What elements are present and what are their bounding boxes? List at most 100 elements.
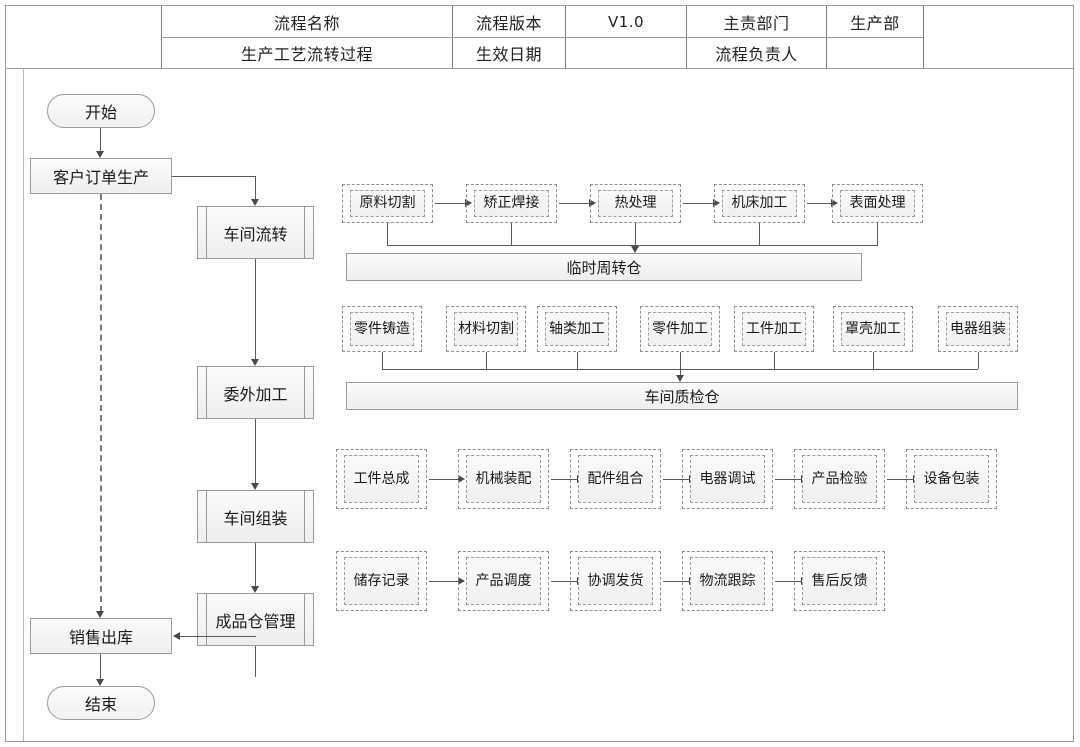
header-grid: 流程名称 流程版本 V1.0 主责部门 生产部 生产工艺流转过程 生效日期 流程… <box>6 6 1073 68</box>
step-box[interactable]: 售后反馈 <box>794 551 885 611</box>
arrowhead-order-to-stage1 <box>251 199 259 206</box>
bus-drop <box>577 352 578 369</box>
bus-drop <box>486 352 487 369</box>
warehouse-workshop-inspection[interactable]: 车间质检仓 <box>346 382 1018 410</box>
arrowhead-stage2-to-stage3 <box>251 483 259 490</box>
conn-stage2-to-stage3 <box>255 419 256 484</box>
step-label: 热处理 <box>598 190 673 217</box>
step-box[interactable]: 矫正焊接 <box>466 184 557 223</box>
arrowhead-step <box>589 199 596 207</box>
header-process-owner-value <box>827 38 923 68</box>
conn-order-to-stage1-h <box>172 176 255 177</box>
step-connector <box>775 479 803 480</box>
step-label: 电器调试 <box>690 455 765 503</box>
step-label: 工件加工 <box>742 312 806 346</box>
stage-workshop-transfer[interactable]: 车间流转 <box>197 206 314 259</box>
stage-workshop-assembly[interactable]: 车间组装 <box>197 490 314 543</box>
step-label: 轴类加工 <box>545 312 609 346</box>
header-table: 流程名称 流程版本 V1.0 主责部门 生产部 生产工艺流转过程 生效日期 流程… <box>5 5 1074 69</box>
warehouse-temp-transfer[interactable]: 临时周转仓 <box>346 253 862 281</box>
node-customer-order[interactable]: 客户订单生产 <box>30 158 172 194</box>
step-box[interactable]: 零件铸造 <box>342 306 422 352</box>
arrowhead-bus-to-warehouse <box>676 375 684 382</box>
step-box[interactable]: 表面处理 <box>832 184 923 223</box>
step-connector <box>559 203 591 204</box>
arrowhead-stage1-to-stage2 <box>251 359 259 366</box>
header-version-value: V1.0 <box>607 12 645 31</box>
bus-drop <box>877 223 878 245</box>
bus-drop <box>511 223 512 245</box>
step-box[interactable]: 电器组装 <box>938 306 1018 352</box>
header-effective-date-label: 生效日期 <box>475 45 542 64</box>
step-box[interactable]: 材料切割 <box>446 306 526 352</box>
step-connector <box>551 581 579 582</box>
step-box[interactable]: 物流跟踪 <box>682 551 773 611</box>
step-box[interactable]: 机械装配 <box>458 449 549 509</box>
step-box[interactable]: 轴类加工 <box>537 306 617 352</box>
step-box[interactable]: 配件组合 <box>570 449 661 509</box>
step-connector <box>663 479 691 480</box>
header-process-owner-label: 流程负责人 <box>715 45 798 64</box>
step-connector <box>683 203 715 204</box>
step-connector <box>807 203 833 204</box>
step-connector <box>429 581 460 582</box>
step-box[interactable]: 产品检验 <box>794 449 885 509</box>
bus-drop <box>387 223 388 245</box>
step-box[interactable]: 零件加工 <box>640 306 720 352</box>
step-label: 工件总成 <box>344 455 419 503</box>
arrowhead-bus-to-warehouse <box>631 246 639 253</box>
step-box[interactable]: 机床加工 <box>714 184 805 223</box>
step-label: 罩壳加工 <box>841 312 905 346</box>
step-label: 机床加工 <box>722 190 797 217</box>
header-process-name-value: 生产工艺流转过程 <box>240 45 373 64</box>
step-connector <box>663 581 691 582</box>
step-label: 配件组合 <box>578 455 653 503</box>
bus-drop <box>978 352 979 369</box>
conn-sales-to-end <box>100 654 101 680</box>
step-label: 物流跟踪 <box>690 557 765 605</box>
bus-drop <box>759 223 760 245</box>
node-sales-outbound[interactable]: 销售出库 <box>30 618 172 654</box>
left-margin-rule <box>23 69 24 741</box>
step-box[interactable]: 产品调度 <box>458 551 549 611</box>
conn-order-to-sales-dashed <box>100 194 102 612</box>
node-start[interactable]: 开始 <box>47 94 155 128</box>
step-box[interactable]: 原料切割 <box>342 184 433 223</box>
bus-to-warehouse <box>680 352 681 377</box>
conn-start-to-order <box>100 128 101 152</box>
step-label: 电器组装 <box>946 312 1010 346</box>
step-box[interactable]: 工件加工 <box>734 306 814 352</box>
step-box[interactable]: 罩壳加工 <box>833 306 913 352</box>
step-box[interactable]: 电器调试 <box>682 449 773 509</box>
step-label: 表面处理 <box>840 190 915 217</box>
step-label: 原料切割 <box>350 190 425 217</box>
conn-stage4-to-sales-v <box>255 646 256 677</box>
arrowhead-step <box>458 475 465 483</box>
step-label: 产品调度 <box>466 557 541 605</box>
step-box[interactable]: 热处理 <box>590 184 681 223</box>
step-connector <box>429 479 460 480</box>
arrowhead-step <box>713 199 720 207</box>
stage-outsourced-processing[interactable]: 委外加工 <box>197 366 314 419</box>
step-connector <box>435 203 467 204</box>
step-box[interactable]: 设备包装 <box>906 449 997 509</box>
step-label: 售后反馈 <box>802 557 877 605</box>
step-box[interactable]: 协调发货 <box>570 551 661 611</box>
step-label: 零件加工 <box>648 312 712 346</box>
header-row-divider <box>161 37 923 38</box>
header-version-label: 流程版本 <box>475 13 542 33</box>
bus-drop <box>774 352 775 369</box>
arrowhead-sales-to-end <box>96 679 104 686</box>
node-end[interactable]: 结束 <box>47 686 155 720</box>
diagram-frame: 开始 客户订单生产 销售出库 结束 车间流转 委外加工 车间组装 成品仓管理 <box>5 69 1074 742</box>
arrowhead-step <box>465 199 472 207</box>
step-box[interactable]: 储存记录 <box>336 551 427 611</box>
arrowhead-stage4-to-sales <box>173 632 180 640</box>
step-label: 协调发货 <box>578 557 653 605</box>
step-box[interactable]: 工件总成 <box>336 449 427 509</box>
step-label: 矫正焊接 <box>474 190 549 217</box>
stage-finished-goods-warehouse[interactable]: 成品仓管理 <box>197 593 314 646</box>
bus-to-warehouse <box>635 223 636 248</box>
header-divider-6 <box>923 6 924 68</box>
